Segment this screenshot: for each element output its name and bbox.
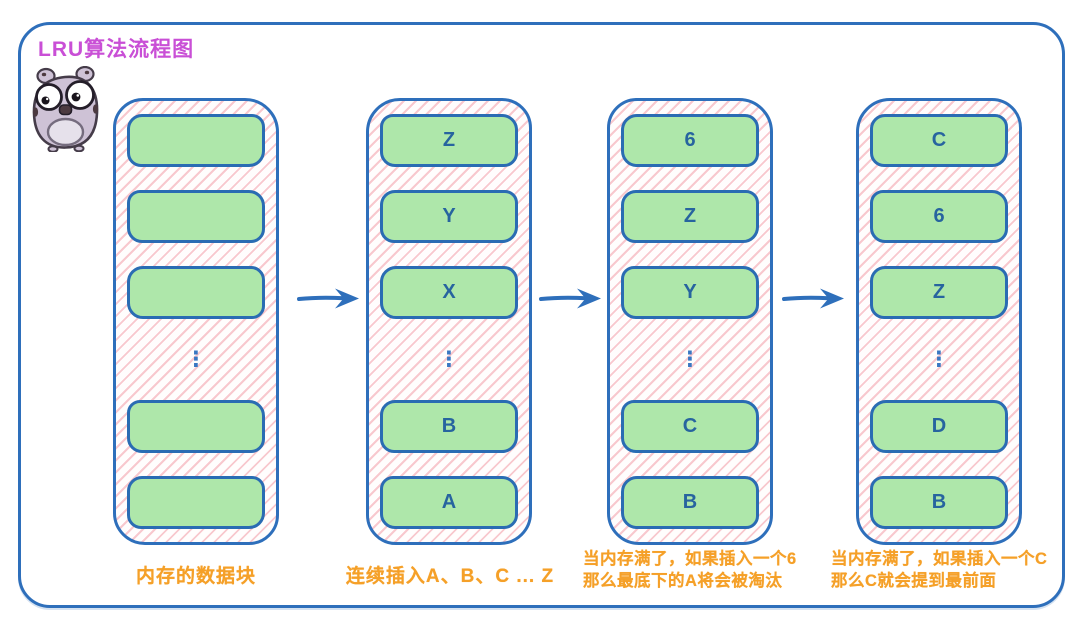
memory-block: B (870, 475, 1008, 529)
arrow-right-icon (782, 288, 844, 309)
gopher-mascot-icon (32, 66, 99, 152)
memory-column-4: C 6 Z ⋮ D B (856, 98, 1022, 545)
memory-block: A (380, 475, 518, 529)
caption-line: 当内存满了，如果插入一个6 (583, 550, 797, 568)
memory-column-1: ⋮ (113, 98, 279, 545)
vertical-ellipsis: ⋮ (438, 348, 460, 372)
memory-block: X (380, 266, 518, 320)
memory-block: Z (621, 190, 759, 244)
caption-line: 那么C就会提到最前面 (831, 572, 997, 590)
memory-column-3: 6 Z Y ⋮ C B (607, 98, 773, 545)
memory-block: Z (380, 114, 518, 167)
caption-column-2: 连续插入A、B、C ... Z (345, 566, 555, 587)
caption-column-1: 内存的数据块 (135, 566, 256, 587)
arrow-right-icon (539, 288, 601, 309)
caption-line: 当内存满了，如果插入一个C (831, 550, 1048, 568)
memory-block: Z (870, 266, 1008, 320)
memory-block (127, 114, 265, 167)
vertical-ellipsis: ⋮ (185, 348, 207, 372)
memory-block: B (380, 399, 518, 453)
memory-block: 6 (621, 114, 759, 167)
vertical-ellipsis: ⋮ (928, 348, 950, 372)
caption-line: 那么最底下的A将会被淘汰 (583, 572, 783, 590)
memory-block: D (870, 399, 1008, 453)
memory-block: Y (380, 190, 518, 244)
memory-block: Y (621, 266, 759, 320)
caption-column-4: 当内存满了，如果插入一个C 那么C就会提到最前面 (831, 548, 1071, 592)
arrow-right-icon (297, 288, 359, 309)
vertical-ellipsis: ⋮ (679, 348, 701, 372)
memory-block (127, 475, 265, 529)
memory-block (127, 266, 265, 320)
memory-block: 6 (870, 190, 1008, 244)
memory-block (127, 399, 265, 453)
memory-block: C (870, 114, 1008, 167)
caption-column-3: 当内存满了，如果插入一个6 那么最底下的A将会被淘汰 (583, 548, 823, 592)
memory-column-2: Z Y X ⋮ B A (366, 98, 532, 545)
page-title: LRU算法流程图 (38, 38, 195, 61)
memory-block (127, 190, 265, 244)
memory-block: B (621, 475, 759, 529)
memory-block: C (621, 399, 759, 453)
